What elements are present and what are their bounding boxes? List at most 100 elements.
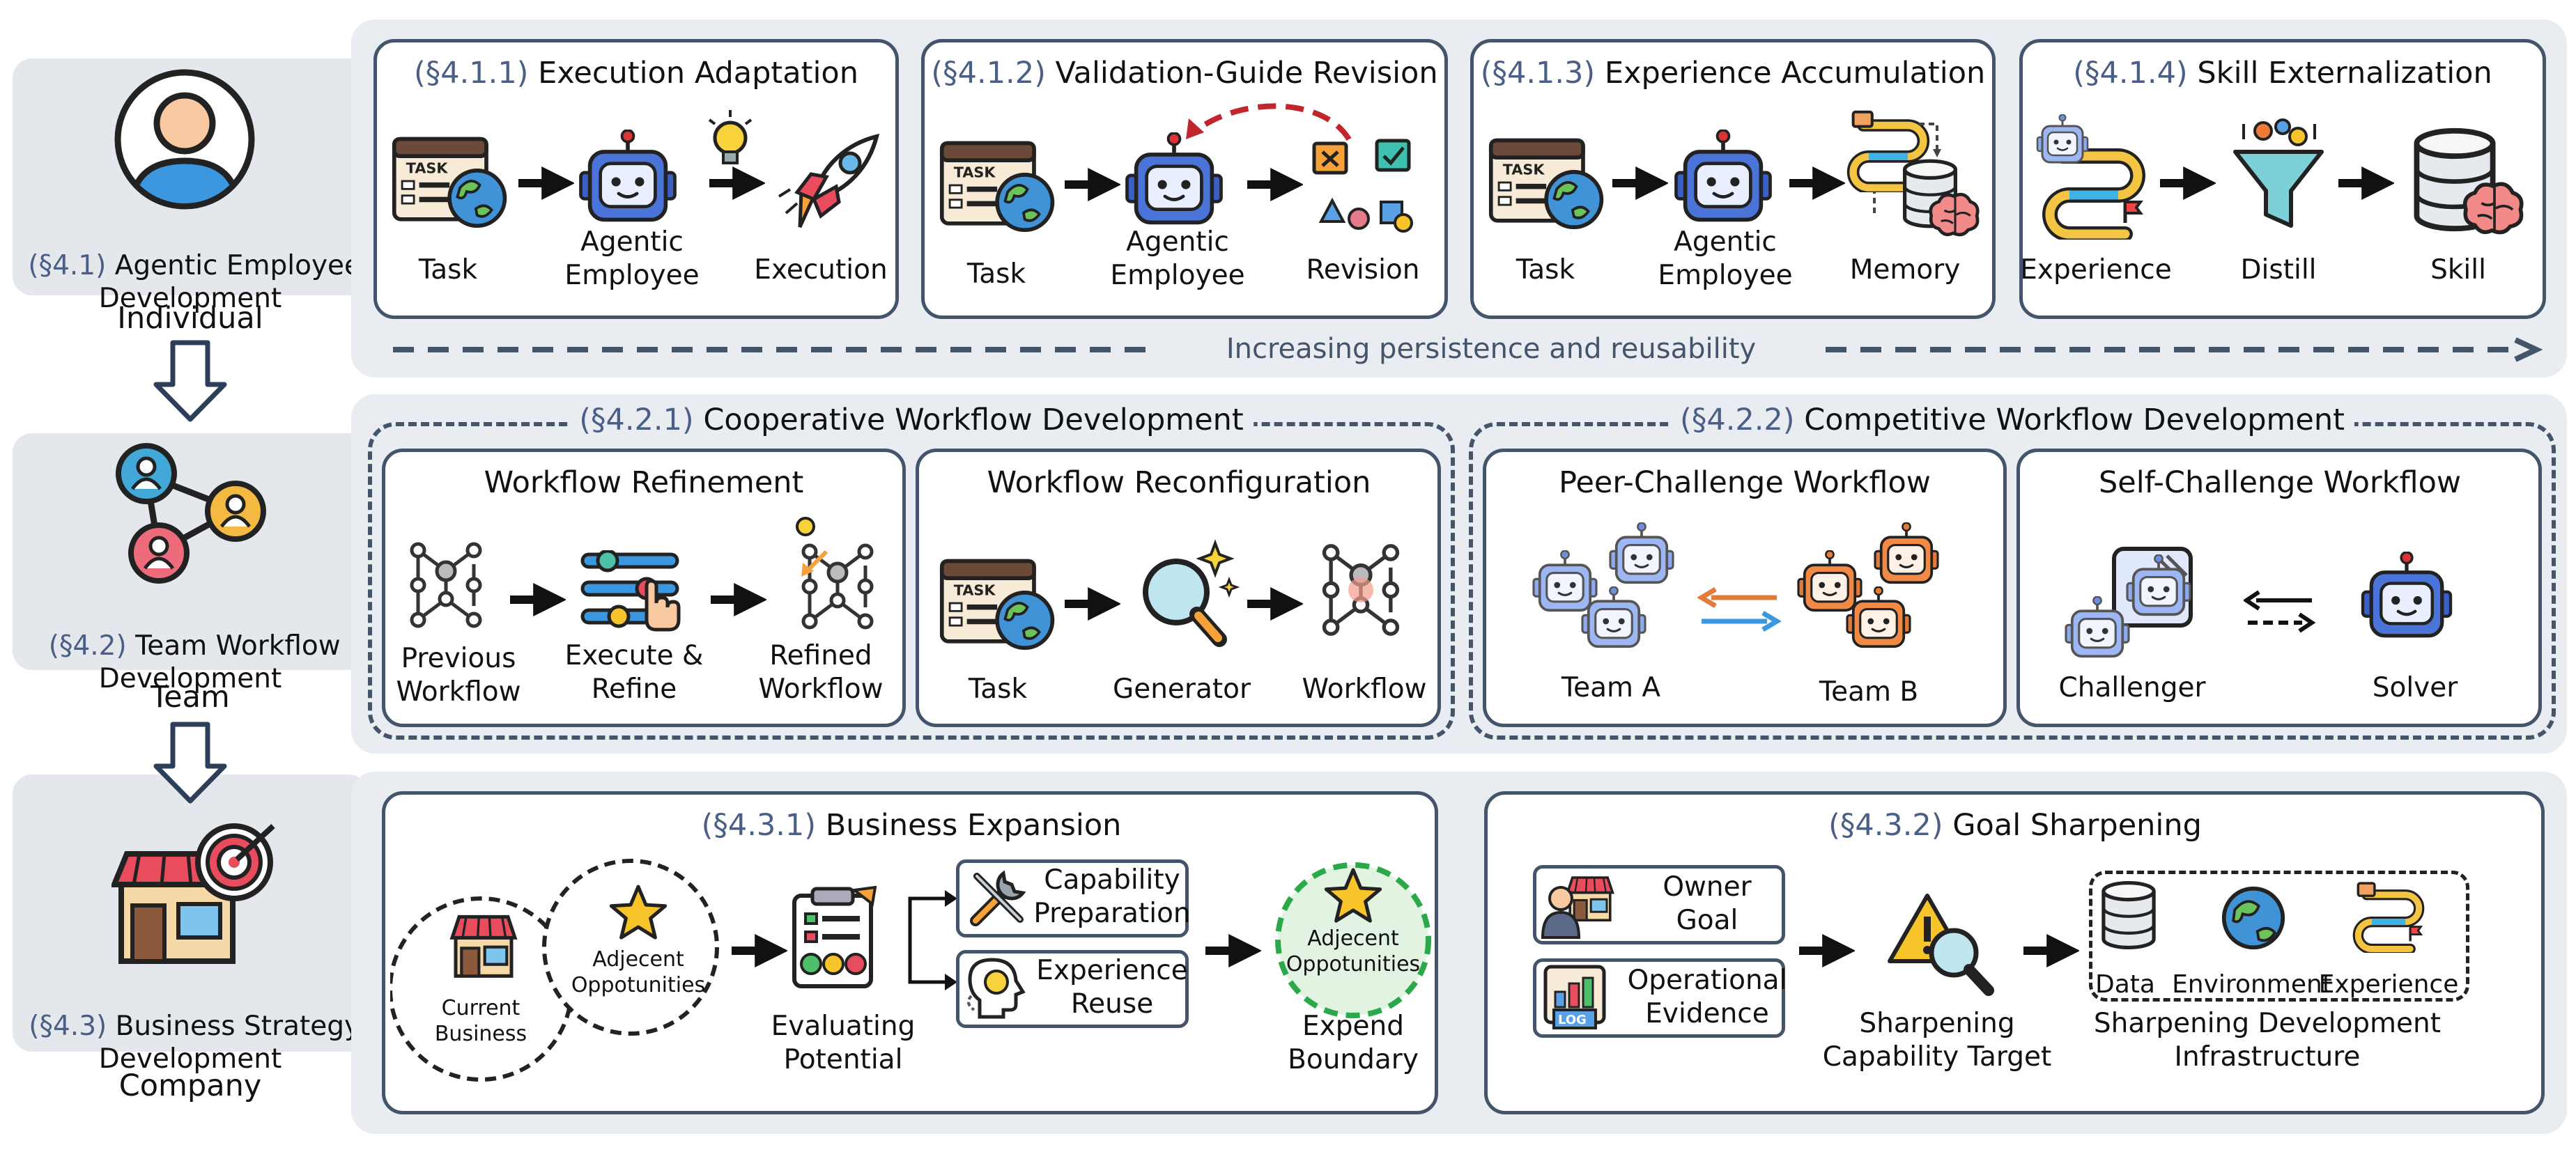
card-title: (§4.1.1) Execution Adaptation bbox=[414, 56, 858, 91]
revision-icon bbox=[1312, 139, 1413, 233]
reuse-head-icon bbox=[966, 958, 1026, 1019]
arrow bbox=[1065, 168, 1120, 201]
revision-loop-arrow bbox=[1186, 103, 1352, 141]
tools-icon bbox=[970, 870, 1026, 926]
label-evaluating-potential: Evaluating Potential bbox=[771, 1011, 916, 1075]
label-execution: Execution bbox=[754, 254, 888, 286]
label-agentic-employee: Agentic Employee bbox=[1110, 226, 1245, 291]
arrow bbox=[2338, 166, 2394, 200]
warning-magnifier-icon bbox=[1888, 894, 1994, 996]
team-a-robots-icon bbox=[1532, 522, 1674, 648]
arrow bbox=[711, 583, 766, 616]
rocket-icon bbox=[778, 133, 880, 228]
label-distill: Distill bbox=[2240, 254, 2317, 286]
label-previous-workflow: Previous Workflow bbox=[396, 643, 521, 708]
label-workflow: Workflow bbox=[1302, 674, 1427, 705]
card-title: (§4.1.2) Validation-Guide Revision bbox=[931, 56, 1438, 91]
label-operational-evidence: Operational Evidence bbox=[1627, 965, 1787, 1029]
label-generator: Generator bbox=[1112, 674, 1251, 705]
globe-icon bbox=[2220, 885, 2287, 951]
star-icon bbox=[1324, 866, 1382, 925]
label-task: Task bbox=[968, 674, 1028, 705]
experience-path-icon bbox=[2352, 880, 2425, 953]
down-arrow-icon bbox=[153, 340, 227, 422]
down-arrow-icon bbox=[153, 722, 227, 804]
label-expend-boundary: Expend Boundary bbox=[1288, 1011, 1419, 1075]
label-memory: Memory bbox=[1849, 254, 1961, 286]
level-label-company: Company bbox=[118, 1068, 262, 1103]
exchange-arrows bbox=[2244, 590, 2316, 633]
competitive-title: (§4.2.2) Competitive Workflow Developmen… bbox=[1670, 403, 2354, 439]
funnel-icon bbox=[2233, 118, 2324, 228]
arrow bbox=[510, 583, 566, 616]
label-agentic-employee: Agentic Employee bbox=[1658, 226, 1793, 291]
infrastructure-group bbox=[2089, 871, 2469, 1002]
adjacent-opportunities-label: Adjecent Oppotunities bbox=[1286, 926, 1421, 976]
skill-db-icon bbox=[2407, 123, 2532, 241]
task-icon bbox=[939, 554, 1058, 652]
sliders-icon bbox=[580, 550, 681, 632]
arrow bbox=[518, 166, 574, 200]
memory-icon bbox=[1846, 109, 1986, 248]
card-title: (§4.1.4) Skill Externalization bbox=[2073, 56, 2492, 91]
expanded-boundary-circle bbox=[1275, 862, 1431, 1018]
label-task: Task bbox=[1515, 254, 1575, 286]
card-goal-sharpening bbox=[1484, 791, 2545, 1114]
challenger-icon bbox=[2065, 547, 2193, 658]
log-icon: LOG bbox=[1543, 965, 1606, 1029]
team-b-robots-icon bbox=[1797, 522, 1939, 648]
person-icon bbox=[114, 69, 255, 210]
label-revision: Revision bbox=[1306, 254, 1420, 286]
card-title: Workflow Refinement bbox=[484, 465, 804, 500]
magnifier-icon bbox=[1143, 539, 1240, 647]
card-title: (§4.3.2) Goal Sharpening bbox=[1828, 808, 2202, 843]
label-experience: Experience bbox=[2020, 254, 2172, 286]
workflow-icon bbox=[1309, 538, 1413, 642]
task-icon bbox=[939, 137, 1058, 234]
arrow bbox=[1612, 166, 1668, 200]
card-title: Peer-Challenge Workflow bbox=[1559, 465, 1931, 500]
label-sharpening-infrastructure: Sharpening Development Infrastructure bbox=[2093, 1008, 2442, 1073]
robot-icon bbox=[576, 130, 680, 234]
persistence-dashed-arrow bbox=[393, 337, 2543, 362]
label-experience-reuse: Experience Reuse bbox=[1036, 955, 1188, 1020]
label-execute-refine: Execute & Refine bbox=[564, 640, 704, 705]
label-skill: Skill bbox=[2430, 254, 2486, 286]
card-title: (§4.1.3) Experience Accumulation bbox=[1480, 56, 1986, 91]
experience-icon bbox=[2036, 114, 2153, 240]
label-team-a: Team A bbox=[1561, 672, 1661, 703]
task-icon bbox=[392, 132, 510, 230]
label-agentic-employee: Agentic Employee bbox=[564, 226, 700, 291]
svg-text:LOG: LOG bbox=[1558, 1013, 1587, 1027]
cooperative-title: (§4.2.1) Cooperative Workflow Developmen… bbox=[569, 403, 1254, 439]
level-label-individual: Individual bbox=[117, 301, 263, 336]
label-task: Task bbox=[966, 258, 1026, 290]
adjacent-opportunities-label: Adjecent Oppotunities bbox=[571, 947, 706, 997]
evaluation-clipboard-icon bbox=[792, 886, 877, 988]
arrow bbox=[1789, 166, 1845, 200]
opportunity-circles bbox=[390, 859, 719, 1082]
arrow bbox=[732, 934, 787, 967]
card-self-challenge bbox=[2016, 449, 2542, 727]
arrow bbox=[2023, 934, 2079, 967]
arrow bbox=[1065, 587, 1120, 621]
label-sharpening-capability-target: Sharpening Capability Target bbox=[1822, 1008, 2052, 1073]
label-refined-workflow: Refined Workflow bbox=[758, 640, 884, 705]
star-icon bbox=[609, 883, 668, 942]
workflow-icon bbox=[397, 536, 495, 634]
level-panel-team bbox=[13, 433, 368, 670]
card-title: Self-Challenge Workflow bbox=[2098, 465, 2462, 500]
label-data: Data bbox=[2095, 970, 2155, 999]
team-network-icon bbox=[116, 443, 266, 584]
label-task: Task bbox=[418, 254, 478, 286]
shop-target-icon bbox=[111, 823, 275, 964]
label-environment: Environment bbox=[2172, 970, 2332, 999]
card-title: (§4.3.1) Business Expansion bbox=[701, 808, 1122, 843]
exchange-arrows bbox=[1697, 586, 1781, 632]
arrow bbox=[1799, 934, 1855, 967]
label-team-b: Team B bbox=[1819, 676, 1919, 708]
refined-workflow-icon bbox=[796, 517, 889, 635]
